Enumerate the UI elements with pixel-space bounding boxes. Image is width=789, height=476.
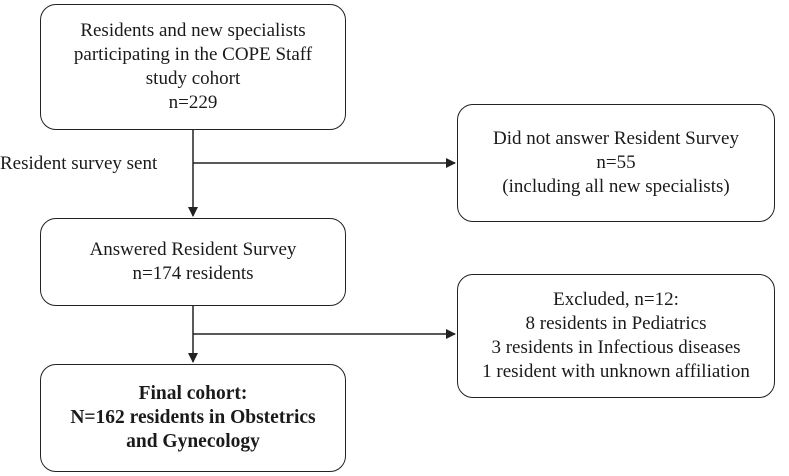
box-excluded-line-4: 1 resident with unknown affiliation	[482, 361, 750, 382]
box-excluded-line-3: 3 residents in Infectious diseases	[491, 337, 741, 358]
box-final-cohort-line-1: Final cohort:	[138, 383, 248, 404]
box-initial-cohort-line-3: study cohort	[145, 68, 241, 89]
box-answered-survey: Answered Resident Survey n=174 residents	[40, 218, 346, 306]
box-initial-cohort: Residents and new specialists participat…	[40, 4, 346, 130]
box-answered-survey-line-1: Answered Resident Survey	[89, 239, 297, 260]
box-did-not-answer: Did not answer Resident Survey n=55 (inc…	[457, 104, 775, 222]
box-excluded-line-2: 8 residents in Pediatrics	[525, 313, 707, 334]
box-initial-cohort-line-1: Residents and new specialists	[80, 20, 306, 41]
box-did-not-answer-line-1: Did not answer Resident Survey	[493, 128, 739, 149]
box-final-cohort-line-2: N=162 residents in Obstetrics	[70, 407, 316, 428]
box-answered-survey-line-2: n=174 residents	[132, 263, 254, 284]
box-excluded-line-1: Excluded, n=12:	[553, 289, 679, 310]
resident-survey-sent-label: Resident survey sent	[0, 153, 158, 174]
box-initial-cohort-line-2: participating in the COPE Staff	[73, 44, 313, 65]
box-final-cohort-line-3: and Gynecology	[126, 431, 260, 452]
box-excluded: Excluded, n=12: 8 residents in Pediatric…	[457, 274, 775, 398]
box-final-cohort: Final cohort: N=162 residents in Obstetr…	[40, 364, 346, 472]
box-did-not-answer-line-2: n=55	[596, 152, 636, 173]
box-initial-cohort-line-4: n=229	[168, 92, 218, 113]
box-did-not-answer-line-3: (including all new specialists)	[502, 176, 730, 197]
